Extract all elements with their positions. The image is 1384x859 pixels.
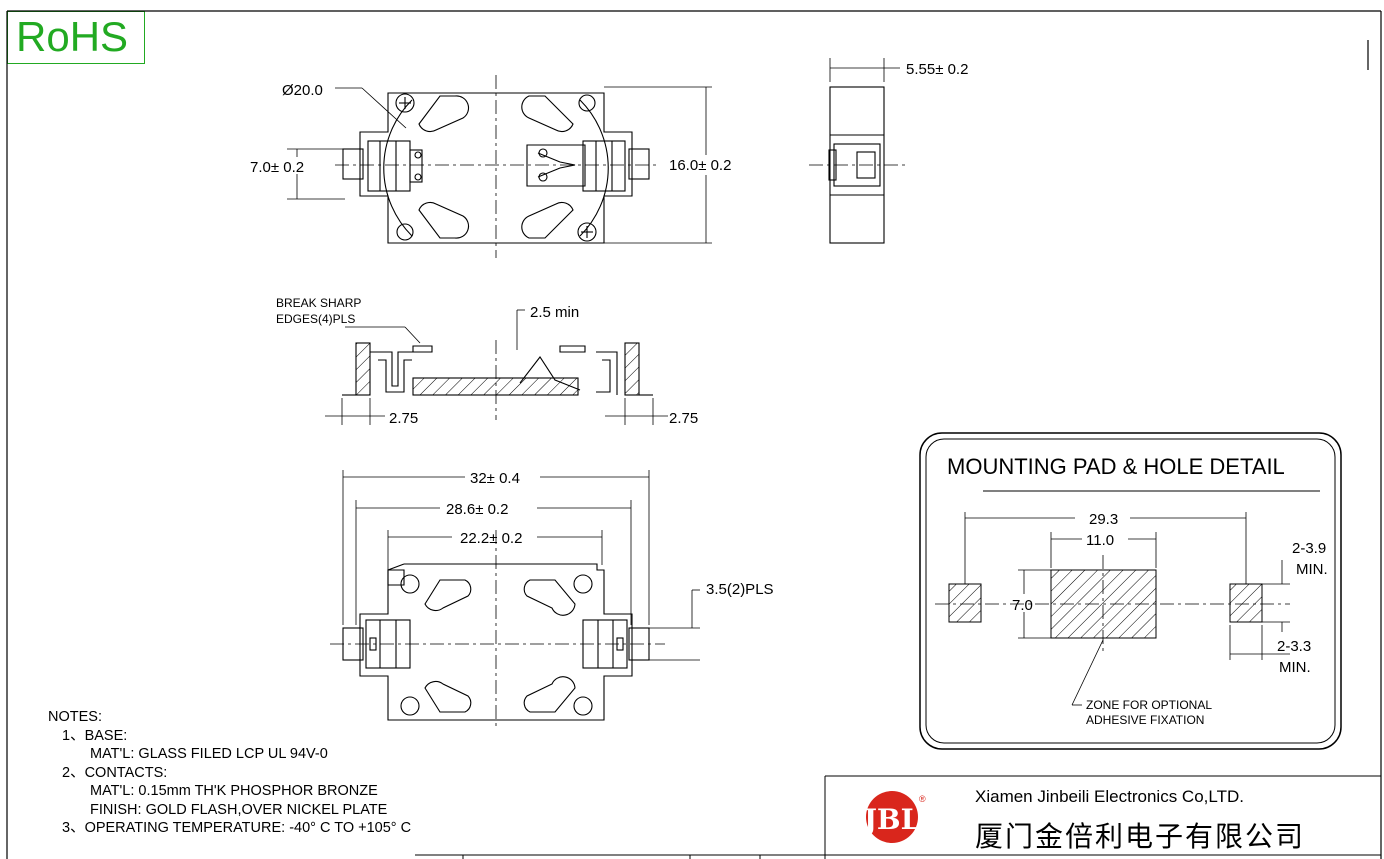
company-name-en: Xiamen Jinbeili Electronics Co,LTD. [975,787,1244,806]
min-height-label: 2.5 min [530,304,579,321]
overall-width-label: 32± 0.4 [470,470,520,487]
top-view-centerlines [335,75,660,258]
notes-title: NOTES: [48,709,102,725]
mid-width-label: 28.6± 0.2 [446,501,508,518]
zone-label: ZONE FOR OPTIONAL [1086,698,1212,712]
notes-block: NOTES: 1、BASE: MAT'L: GLASS FILED LCP UL… [48,708,411,838]
left-offset-label: 2.75 [389,410,418,427]
note-contacts: 2、CONTACTS: [62,764,168,781]
height-label: 7.0± 0.2 [250,159,304,176]
rohs-badge: RoHS [7,11,145,64]
width-label: 16.0± 0.2 [669,157,731,174]
dimension-text: MIN. [1279,659,1311,676]
title-block [415,775,1381,859]
top-view-dimensions [287,86,712,244]
mounting-pad-title: MOUNTING PAD & HOLE DETAIL [947,454,1285,479]
sheet-border [6,10,1382,859]
section-view [342,342,653,396]
note-base-material: MAT'L: GLASS FILED LCP UL 94V-0 [90,746,328,762]
dimension-text: MIN. [1296,561,1328,578]
dimension-text: ADHESIVE FIXATION [1086,713,1204,727]
dimension-text: ® [919,794,926,804]
note-base: 1、BASE: [62,727,128,744]
pins-label: 3.5(2)PLS [706,581,774,598]
dimension-text: EDGES(4)PLS [276,312,355,326]
right-offset-label: 2.75 [669,410,698,427]
break-edges-label: BREAK SHARP [276,296,361,310]
center-height-label: 7.0 [1012,597,1033,614]
center-width-label: 11.0 [1086,532,1114,549]
note-contacts-material: MAT'L: 0.15mm TH'K PHOSPHOR BRONZE [90,783,378,799]
thickness-label: 5.55± 0.2 [906,61,968,78]
note-temperature: 3、OPERATING TEMPERATURE: -40° C TO +105°… [62,820,412,836]
diameter-label: Ø20.0 [282,82,323,99]
inner-width-label: 22.2± 0.2 [460,530,522,547]
note-contacts-finish: FINISH: GOLD FLASH,OVER NICKEL PLATE [90,801,388,818]
pad-height-label: 2-3.9 [1292,540,1326,557]
dimension-text: JBL [861,803,921,836]
pad-width-label: 2-3.3 [1277,638,1311,655]
jbl-logo: JBL ® [861,791,926,843]
top-view [342,92,650,244]
pad-span-label: 29.3 [1089,511,1118,528]
company-name-cn: 厦门金倍利电子有限公司 [975,820,1306,853]
